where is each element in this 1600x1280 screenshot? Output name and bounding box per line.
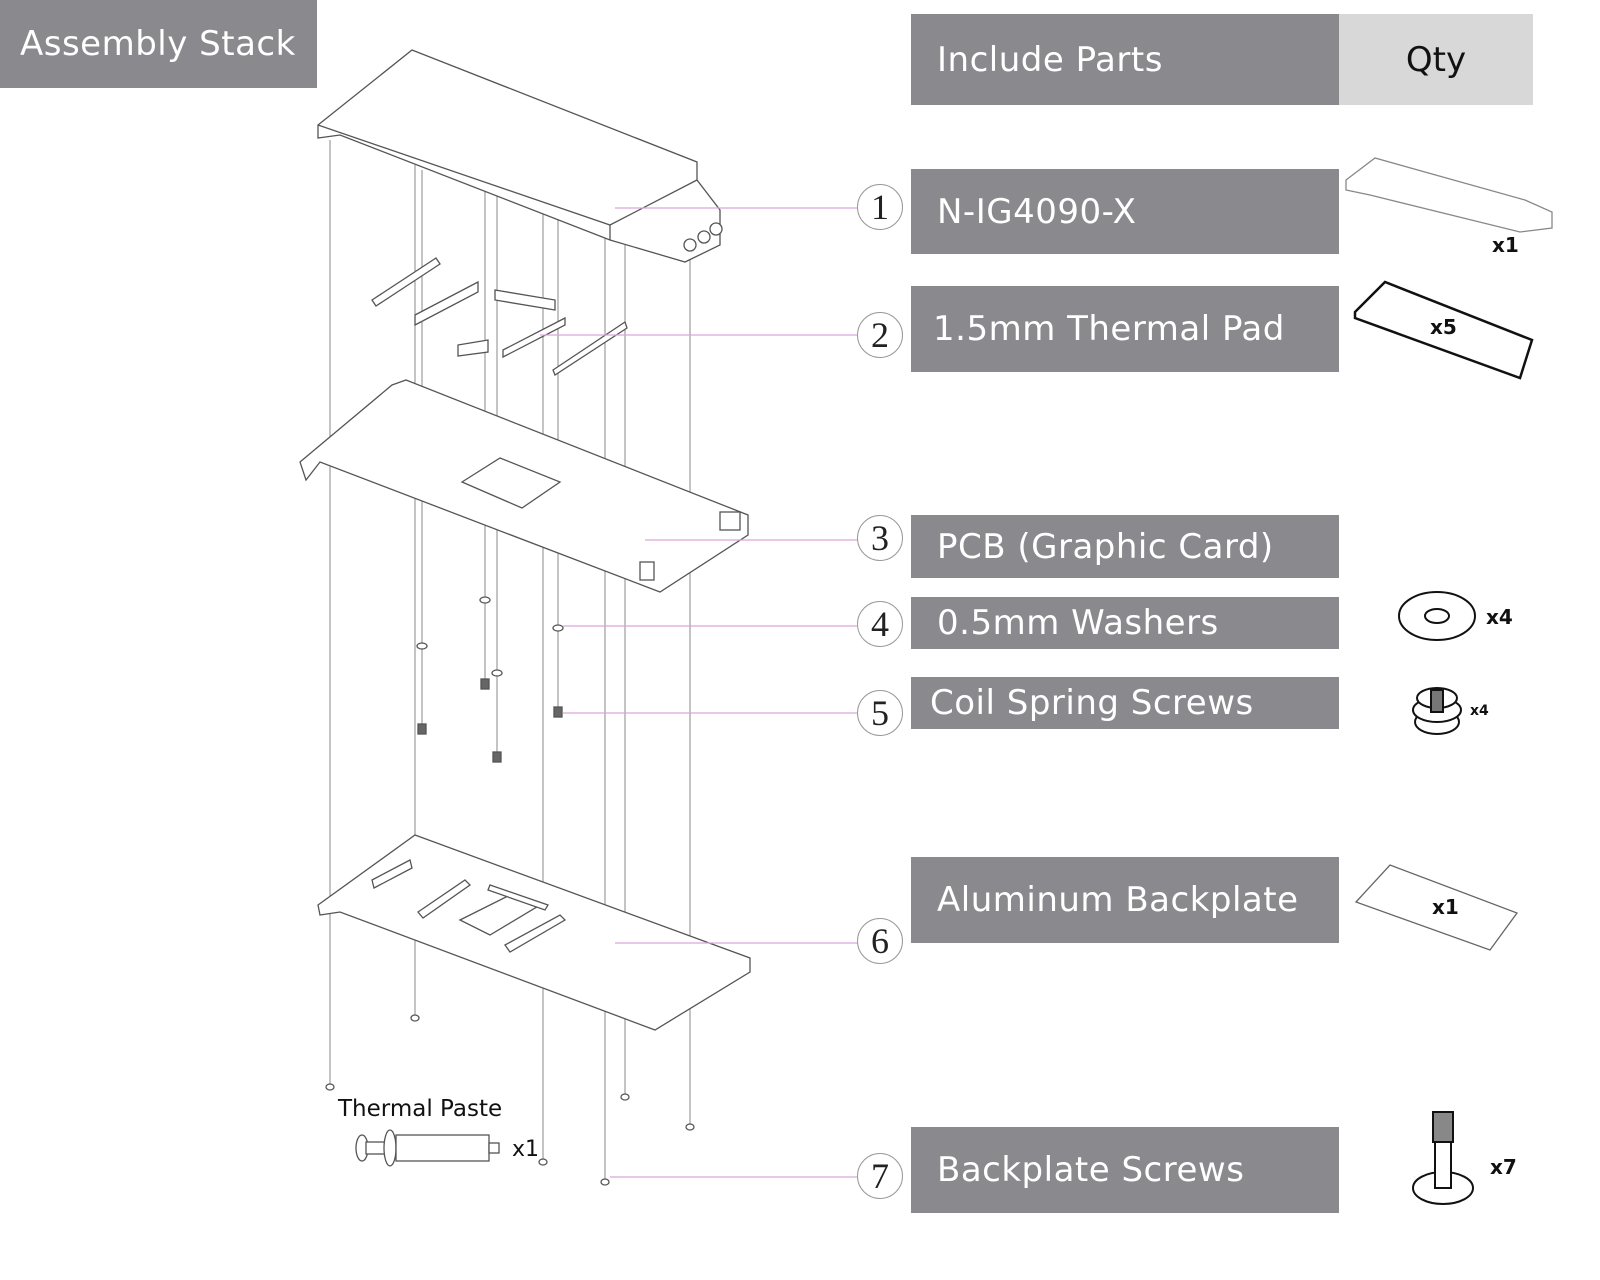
waterblock-drawing: [317, 49, 723, 263]
thermal-pad-thumbnail-icon: [1353, 280, 1534, 380]
qty-coil-spring-screws: x4: [1470, 703, 1489, 719]
backplate-thumbnail-icon: [1354, 864, 1519, 951]
thermal-paste-label: Thermal Paste: [338, 1096, 503, 1122]
qty-backplate: x1: [1432, 895, 1459, 919]
assembly-stack-title: Assembly Stack: [0, 0, 317, 88]
callout-number-1: 1: [857, 184, 903, 230]
qty-thermal-paste: x1: [512, 1137, 540, 1162]
part-label-coil-spring-screws: Coil Spring Screws: [911, 677, 1339, 729]
qty-thermal-pad: x5: [1430, 315, 1457, 339]
waterblock-thumbnail-icon: [1345, 157, 1553, 233]
qty-washers: x4: [1486, 605, 1513, 629]
qty-column-header: Qty: [1339, 14, 1533, 105]
thermal-paste-syringe-icon: [355, 1129, 500, 1167]
callout-number-7: 7: [857, 1153, 903, 1199]
spring-screw-thumbnail-icon: [1412, 687, 1462, 735]
callout-number-4: 4: [857, 601, 903, 647]
part-label-backplate: Aluminum Backplate: [911, 857, 1339, 943]
washer-thumbnail-icon: [1398, 591, 1476, 641]
callout-number-6: 6: [857, 918, 903, 964]
part-label-thermal-pad: 1.5mm Thermal Pad: [911, 286, 1339, 372]
qty-backplate-screws: x7: [1490, 1155, 1517, 1179]
part-label-washers: 0.5mm Washers: [911, 597, 1339, 649]
part-label-backplate-screws: Backplate Screws: [911, 1127, 1339, 1213]
backplate-drawing: [317, 834, 751, 1031]
part-label-pcb: PCB (Graphic Card): [911, 515, 1339, 578]
backplate-screws-drawing: [325, 1014, 695, 1186]
callout-number-2: 2: [857, 312, 903, 358]
callout-number-3: 3: [857, 515, 903, 561]
part-label-waterblock: N-IG4090-X: [911, 169, 1339, 254]
leader-lines: [540, 207, 857, 1178]
backplate-screw-thumbnail-icon: [1412, 1111, 1474, 1205]
thermal-pads-drawing: [371, 257, 628, 376]
qty-waterblock: x1: [1492, 233, 1519, 257]
washers-springs-drawing: [416, 596, 564, 763]
callout-number-5: 5: [857, 690, 903, 736]
pcb-drawing: [299, 379, 749, 593]
parts-column-header: Include Parts: [911, 14, 1339, 105]
